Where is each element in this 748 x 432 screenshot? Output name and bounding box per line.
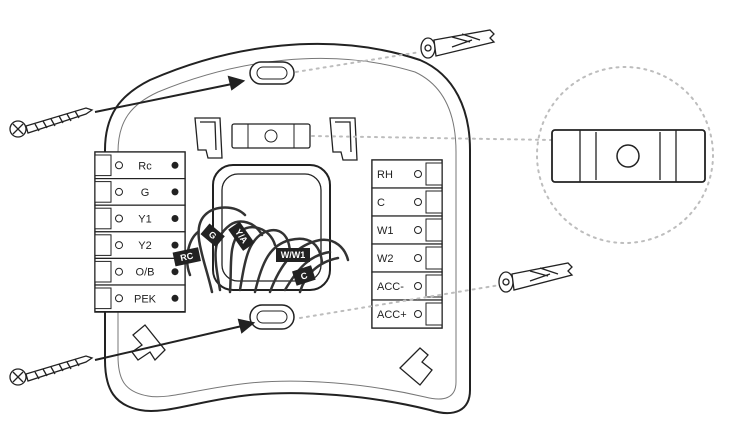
left-terminal-rc: Rc <box>94 151 186 180</box>
bottom-left-hook <box>131 324 166 362</box>
wire-tag-ww1: W/W1 <box>276 248 310 262</box>
wire-tag-label: G <box>207 229 219 241</box>
terminal-label: O/B <box>136 267 155 279</box>
screw-bottom-left <box>9 355 94 386</box>
right-terminal-w1: W1 <box>371 215 443 245</box>
bubble-level-magnified <box>551 129 706 183</box>
bubble-level <box>231 123 311 149</box>
wire-tag-g: G <box>200 223 225 248</box>
screw-arrows <box>94 75 256 361</box>
left-terminal-ob: O/B <box>94 257 186 286</box>
right-terminal-w2: W2 <box>371 243 443 273</box>
terminal-label: Rc <box>138 160 152 172</box>
right-terminal-c: C <box>371 187 443 217</box>
terminal-label: G <box>141 187 150 199</box>
screw-top-left <box>9 107 94 138</box>
terminal-label: W2 <box>377 253 394 265</box>
terminal-label: C <box>377 197 385 209</box>
left-terminal-y2: Y2 <box>94 231 186 260</box>
terminal-label: RH <box>377 169 393 181</box>
callout-lines <box>295 51 714 319</box>
backplate-inner-rim <box>117 57 457 400</box>
terminal-label: ACC+ <box>377 309 407 321</box>
terminal-label: PEK <box>134 293 157 305</box>
terminal-label: Y1 <box>138 214 151 226</box>
left-terminal-pek: PEK <box>94 284 186 313</box>
bottom-mounting-slot <box>249 304 295 330</box>
bottom-right-hook <box>399 347 433 386</box>
wire-tag-label: C <box>299 270 309 282</box>
right-terminal-rh: RH <box>371 159 443 189</box>
left-terminal-g: G <box>94 178 186 206</box>
terminal-label: Y2 <box>138 240 151 252</box>
top-mounting-slot <box>249 61 295 85</box>
wall-anchor-top <box>420 29 496 59</box>
wall-anchor-bottom <box>498 262 574 293</box>
right-terminal-accminus: ACC- <box>371 271 443 301</box>
terminal-label: W1 <box>377 225 394 237</box>
wire-tag-rc: RC <box>172 247 201 267</box>
right-clip <box>329 117 358 161</box>
wire-bundle <box>186 206 350 294</box>
terminal-label: ACC- <box>377 281 404 293</box>
wire-tag-label: RC <box>179 250 194 263</box>
left-terminal-y1: Y1 <box>94 204 186 233</box>
left-clip <box>194 117 223 159</box>
wire-tag-ya: Y/A <box>228 221 255 251</box>
wire-tag-label: W/W1 <box>281 250 306 260</box>
wire-tag-c: C <box>292 265 316 286</box>
